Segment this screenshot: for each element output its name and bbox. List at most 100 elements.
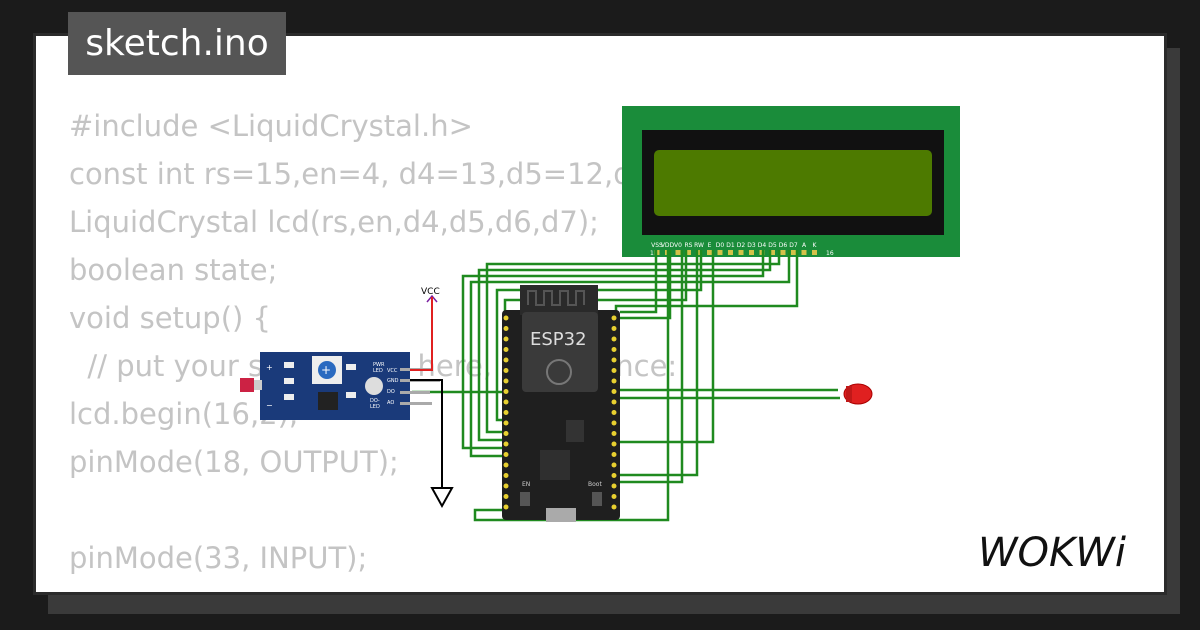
lcd-pin[interactable] xyxy=(707,250,712,255)
esp32-pin[interactable] xyxy=(503,473,509,478)
lcd-pin[interactable] xyxy=(728,250,733,255)
svg-text:+: + xyxy=(266,363,273,372)
lcd-pin[interactable] xyxy=(675,250,681,255)
esp32-pin[interactable] xyxy=(611,378,617,384)
lcd-pin-label: RS xyxy=(685,242,693,249)
esp32-pin[interactable] xyxy=(611,452,617,457)
esp32-pin[interactable] xyxy=(611,389,617,394)
esp32-pin[interactable] xyxy=(611,483,617,489)
esp32-pin[interactable] xyxy=(503,368,509,373)
esp32-pin[interactable] xyxy=(503,494,509,499)
esp32-pin[interactable] xyxy=(611,315,617,321)
lcd-pin-label: VDD xyxy=(661,242,675,249)
esp32-pin[interactable] xyxy=(503,378,509,384)
lcd-pin-label: V0 xyxy=(674,242,682,249)
usb-port xyxy=(546,508,576,522)
esp32-pin[interactable] xyxy=(611,347,617,352)
esp32-pin[interactable] xyxy=(503,431,509,436)
en-label: EN xyxy=(522,481,530,488)
esp32-pin[interactable] xyxy=(611,504,617,510)
esp32-module xyxy=(522,312,598,392)
vcc-symbol: VCC xyxy=(410,287,440,371)
wire xyxy=(616,250,672,320)
svg-text:AO: AO xyxy=(387,400,394,406)
esp32-pin[interactable] xyxy=(503,389,509,394)
wires xyxy=(412,250,840,522)
esp32-pin[interactable] xyxy=(611,336,617,342)
wire xyxy=(485,250,781,434)
esp32-pin[interactable] xyxy=(611,410,617,415)
esp32-pin[interactable] xyxy=(611,326,617,331)
lcd-pin-label: K xyxy=(813,242,818,249)
en-button xyxy=(520,492,530,506)
esp32-pin[interactable] xyxy=(503,399,509,405)
lcd-pin-label: D6 xyxy=(779,242,788,249)
lcd-pin[interactable] xyxy=(686,250,691,255)
esp32-pin[interactable] xyxy=(611,473,617,478)
wire xyxy=(473,250,670,522)
esp32-pin[interactable] xyxy=(503,441,509,447)
esp32-pin[interactable] xyxy=(611,494,617,499)
svg-text:LED: LED xyxy=(373,368,383,374)
wokwi-logo-text: WOKWi xyxy=(978,530,1126,576)
esp32-pin[interactable] xyxy=(503,326,509,331)
lcd-pin[interactable] xyxy=(717,250,723,255)
svg-text:+: + xyxy=(321,363,331,377)
esp32-pin[interactable] xyxy=(611,462,617,468)
esp32-pin[interactable] xyxy=(611,431,617,436)
esp32-pin[interactable] xyxy=(611,357,617,363)
esp32-pin[interactable] xyxy=(503,483,509,489)
esp32-pin[interactable] xyxy=(503,504,509,510)
lcd-pin-label: D2 xyxy=(737,242,746,249)
code-line: pinMode(18, OUTPUT); xyxy=(69,445,399,479)
lcd-pin-label: VSS xyxy=(651,242,663,249)
lcd-pin[interactable] xyxy=(812,250,817,255)
lcd-pin[interactable] xyxy=(738,250,744,255)
esp32-pin[interactable] xyxy=(503,462,509,468)
esp32-pin[interactable] xyxy=(503,420,509,426)
wire xyxy=(616,250,699,477)
lcd-pin[interactable] xyxy=(696,250,702,255)
esp32-pin[interactable] xyxy=(503,357,509,363)
lcd-pin-label: D7 xyxy=(789,242,798,249)
espressif-logo xyxy=(546,359,572,385)
lcd-pin[interactable] xyxy=(749,250,754,255)
lcd-pin[interactable] xyxy=(780,250,786,255)
boot-button xyxy=(592,492,602,506)
lcd-pin[interactable] xyxy=(801,250,807,255)
lcd-pin-label: RW xyxy=(694,242,704,249)
wire xyxy=(616,250,715,444)
esp32-pin[interactable] xyxy=(503,452,509,457)
code-line: LiquidCrystal lcd(rs,en,d4,d5,d6,d7); xyxy=(69,205,599,239)
lcd-screen xyxy=(654,150,932,216)
esp32-pins xyxy=(503,315,617,510)
esp32-chip xyxy=(540,450,570,480)
esp32-pin[interactable] xyxy=(611,420,617,426)
lcd-pin-label: D4 xyxy=(758,242,767,249)
esp32-pin[interactable] xyxy=(503,315,509,321)
svg-text:DO: DO xyxy=(387,389,395,395)
code-line: void setup() { xyxy=(69,301,271,335)
svg-text:−: − xyxy=(266,401,273,410)
wire xyxy=(477,250,772,442)
lcd-pin[interactable] xyxy=(770,250,775,255)
svg-text:PWR: PWR xyxy=(373,362,385,368)
vcc-label: VCC xyxy=(421,287,440,297)
code-editor[interactable]: #include <LiquidCrystal.h>const int rs=1… xyxy=(69,102,677,592)
led-indicator xyxy=(365,377,383,395)
lcd-pin-number: 1 xyxy=(650,250,654,257)
file-tab[interactable]: sketch.ino xyxy=(68,12,286,75)
wokwi-logo: WOKWi xyxy=(978,530,1126,576)
esp32-pin[interactable] xyxy=(503,336,509,342)
esp32-pin[interactable] xyxy=(503,410,509,415)
esp32-pin[interactable] xyxy=(611,441,617,447)
esp32-pin[interactable] xyxy=(611,399,617,405)
svg-text:VCC: VCC xyxy=(387,368,398,374)
lcd-pin-label: D1 xyxy=(726,242,735,249)
comparator-chip xyxy=(318,392,338,410)
esp32-label: ESP32 xyxy=(530,329,587,350)
esp32-pin[interactable] xyxy=(503,347,509,352)
lcd-pin[interactable] xyxy=(791,250,796,255)
esp32-pin[interactable] xyxy=(611,368,617,373)
